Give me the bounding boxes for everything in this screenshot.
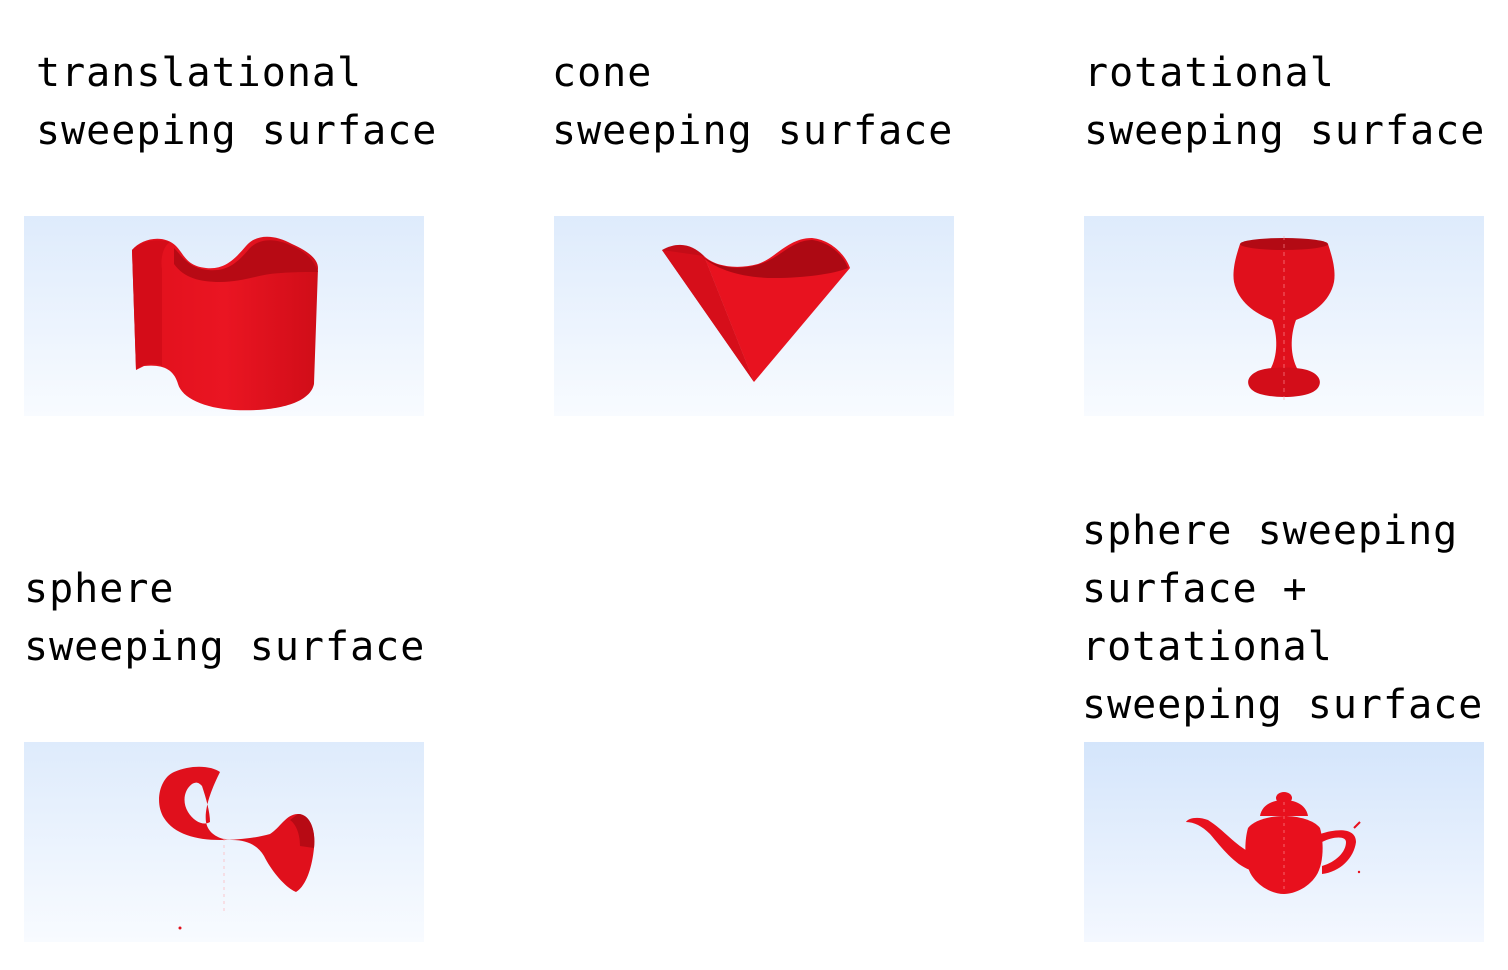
render-panel-cone [554, 216, 954, 416]
sphere-sweep-render [24, 742, 424, 942]
caption-sphere-plus-rotational-sweeping-surface: sphere sweeping surface + rotational swe… [1082, 508, 1484, 728]
ribbon-loop-shape [159, 766, 315, 930]
rotational-sweep-render [1084, 216, 1484, 416]
teapot-render [1084, 742, 1484, 942]
caption-rotational-sweeping-surface: rotational sweeping surface [1084, 50, 1486, 154]
render-panel-translational [24, 216, 424, 416]
cone-sweep-shape [662, 238, 850, 382]
caption-translational-sweeping-surface: translational sweeping surface [36, 50, 438, 154]
translational-sweep-shape [132, 236, 318, 411]
render-panel-teapot [1084, 742, 1484, 942]
render-panel-rotational [1084, 216, 1484, 416]
goblet-shape [1233, 236, 1335, 402]
render-panel-sphere [24, 742, 424, 942]
teapot-shape [1186, 792, 1361, 894]
cone-sweep-render [554, 216, 954, 416]
caption-cone-sweeping-surface: cone sweeping surface [552, 50, 954, 154]
translational-sweep-render [24, 216, 424, 416]
caption-sphere-sweeping-surface: sphere sweeping surface [24, 566, 426, 670]
